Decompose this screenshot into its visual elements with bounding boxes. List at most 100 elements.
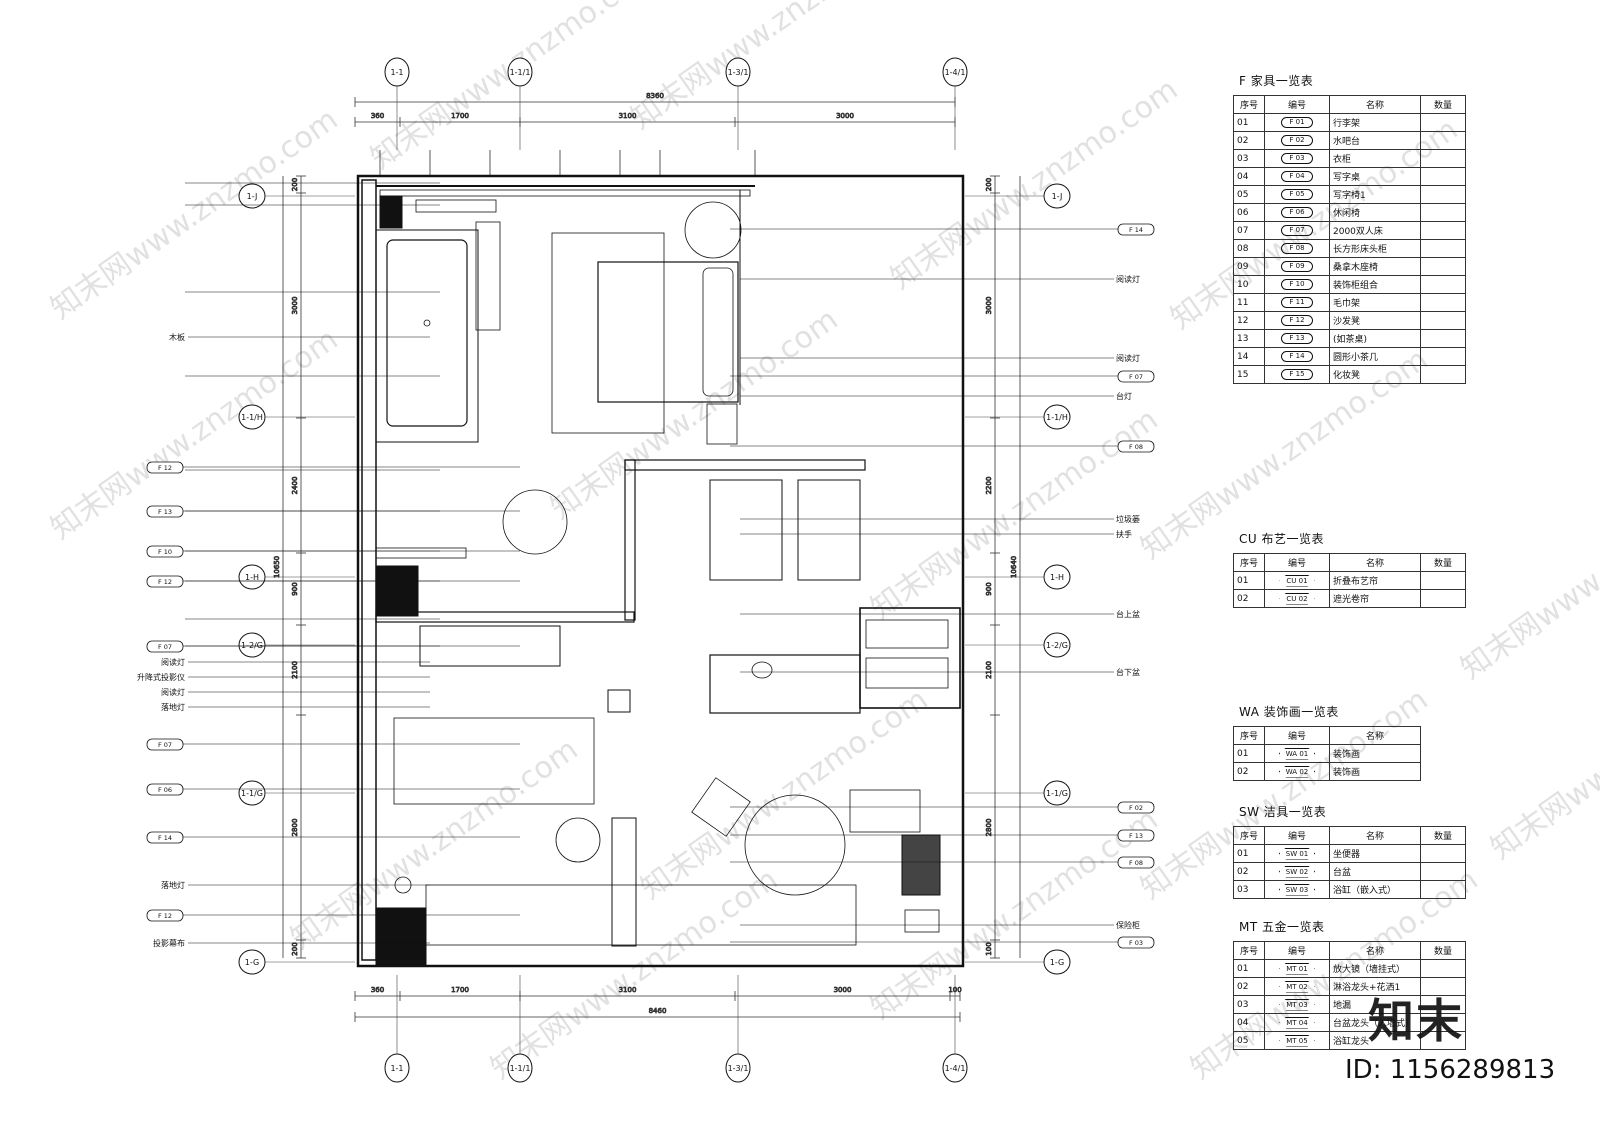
table-cell <box>1420 365 1466 384</box>
brand-logo: 知末 <box>1368 994 1464 1048</box>
column-header: 名称 <box>1329 553 1421 572</box>
dimension-value: 360 <box>371 986 384 994</box>
item-code-tag: F 07 <box>1281 225 1313 236</box>
furniture-tag-label: F 10 <box>158 548 172 556</box>
table-cell <box>1420 167 1466 186</box>
item-code-tag: F 04 <box>1281 171 1313 182</box>
dimension-value: 2200 <box>985 477 993 495</box>
dimension-value: 2100 <box>985 661 993 679</box>
table-cell <box>1420 113 1466 132</box>
table-cell <box>1420 311 1466 330</box>
grid-label: 1-3/1 <box>728 68 749 77</box>
column-header: 数量 <box>1420 941 1466 960</box>
item-code-tag: F 01 <box>1281 117 1313 128</box>
grid-label: 1-J <box>1052 192 1063 201</box>
table-cell: 12 <box>1233 311 1265 330</box>
table-cell <box>1420 959 1466 978</box>
table-cell: 02 <box>1233 977 1265 996</box>
wardrobe <box>865 619 949 649</box>
furniture-tag <box>146 505 184 518</box>
furniture-tag-label: F 14 <box>158 834 172 842</box>
dimension-value: 3000 <box>834 986 852 994</box>
table-cell: F 08 <box>1264 239 1330 258</box>
wardrobe <box>865 657 949 689</box>
column <box>375 907 427 967</box>
table-cell: F 14 <box>1264 347 1330 366</box>
table-cell: 02 <box>1233 762 1265 781</box>
dimension-value: 3000 <box>836 112 854 120</box>
furniture-tag-label: F 06 <box>158 786 172 794</box>
watermark-text: 知末网www.znzmo.com <box>285 732 585 957</box>
table-cell <box>1420 239 1466 258</box>
grid-label: 1-2/G <box>241 641 263 650</box>
armchair <box>691 777 751 837</box>
table-cell: 坐便器 <box>1329 844 1421 863</box>
dimension-value: 3100 <box>619 112 637 120</box>
column-header: 序号 <box>1233 726 1265 745</box>
table-cell: WA 02 <box>1264 762 1330 781</box>
table-cell: F 10 <box>1264 275 1330 294</box>
dimension-value: 360 <box>371 112 384 120</box>
paintings-schedule-title: WA 装饰画一览表 <box>1239 705 1339 719</box>
column-header: 序号 <box>1233 95 1265 114</box>
round-table <box>684 201 742 259</box>
furniture-tag <box>146 831 184 844</box>
callout-label: 阅读灯 <box>161 657 185 667</box>
column-header: 序号 <box>1233 553 1265 572</box>
table-cell: 衣柜 <box>1329 149 1421 168</box>
callout-label: 落地灯 <box>161 702 185 712</box>
table-header-row: 序号编号名称数量 <box>1233 941 1466 960</box>
item-code-tag: F 13 <box>1281 333 1313 344</box>
table-cell: CU 01 <box>1264 571 1330 590</box>
callout-label: 垃圾篓 <box>1116 514 1140 524</box>
callout-label: 扶手 <box>1116 529 1132 539</box>
wall <box>624 459 866 471</box>
item-code-tag: F 09 <box>1281 261 1313 272</box>
item-code-tag: F 05 <box>1281 189 1313 200</box>
table-cell: MT 05 <box>1264 1031 1330 1050</box>
furniture-tag <box>1117 829 1155 842</box>
table-cell: 写字椅1 <box>1329 185 1421 204</box>
dimension-value: 900 <box>291 582 299 595</box>
table-cell: 圆形小茶几 <box>1329 347 1421 366</box>
grid-label: 1-1/H <box>241 413 263 422</box>
table-cell: F 05 <box>1264 185 1330 204</box>
wardrobe-room <box>859 607 961 709</box>
table-header-row: 序号编号名称 <box>1233 726 1421 745</box>
dimension-value: 3100 <box>619 986 637 994</box>
dimension-value: 3000 <box>985 297 993 315</box>
drain <box>423 319 431 327</box>
grid-label: 1-2/G <box>1046 641 1068 650</box>
dimension-value: 200 <box>985 178 993 191</box>
table-cell: 01 <box>1233 113 1265 132</box>
table-cell: 01 <box>1233 571 1265 590</box>
table-cell <box>1420 862 1466 881</box>
table-cell: 02 <box>1233 589 1265 608</box>
table-cell <box>1420 149 1466 168</box>
table-cell: 01 <box>1233 959 1265 978</box>
table-cell: 13 <box>1233 329 1265 348</box>
watermark-text: 知末网www.znzmo.com <box>45 322 345 547</box>
furniture-tag-label: F 13 <box>158 508 172 516</box>
dimension-value: 2400 <box>291 477 299 495</box>
column-box <box>607 689 631 713</box>
table-cell: 化妆凳 <box>1329 365 1421 384</box>
dimension-value: 1700 <box>451 112 469 120</box>
table-cell: 15 <box>1233 365 1265 384</box>
grid-label: 1-1/1 <box>510 68 531 77</box>
column-header: 编号 <box>1264 826 1330 845</box>
table-cell: F 02 <box>1264 131 1330 150</box>
dimension-value: 2800 <box>985 819 993 837</box>
table-cell: F 06 <box>1264 203 1330 222</box>
